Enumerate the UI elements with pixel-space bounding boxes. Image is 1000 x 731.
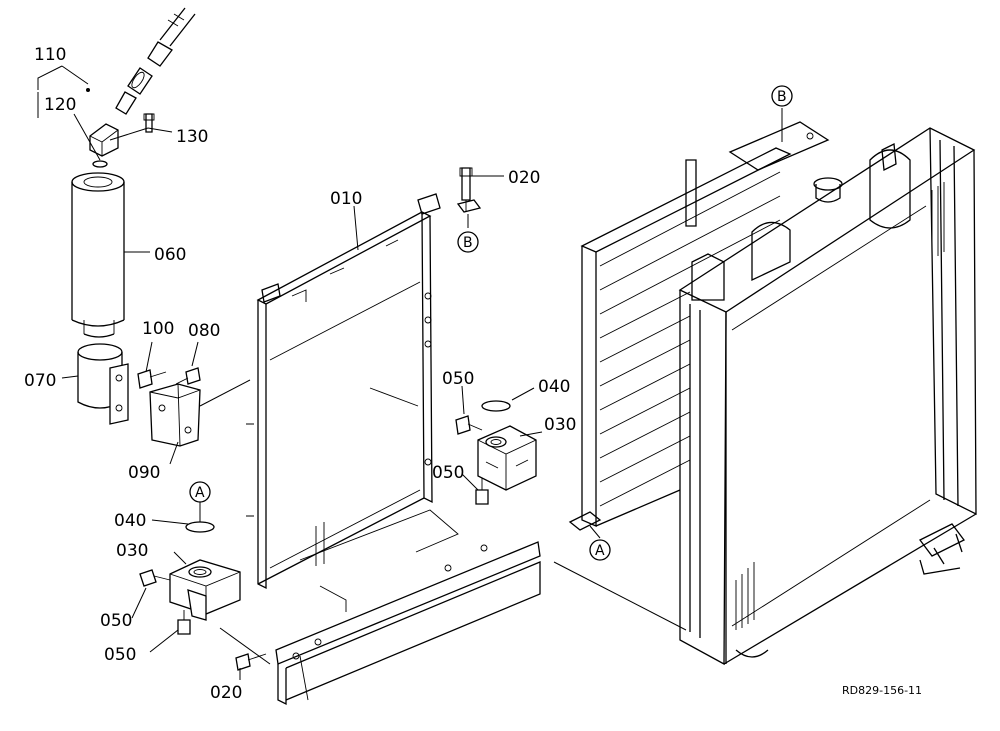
drawing-code: RD829-156-11	[842, 684, 922, 697]
receiver-drier-head	[86, 88, 119, 157]
ref-b-radiator-letter: B	[777, 89, 787, 105]
bolt-050-right-upper	[455, 415, 483, 435]
label-020-bottom: 020	[210, 683, 242, 703]
bolt-130	[143, 113, 155, 133]
o-ring-040-right	[481, 400, 511, 412]
ref-b-bracket: B	[457, 231, 479, 253]
hose-fitting	[115, 7, 196, 115]
block-030-left	[169, 559, 241, 621]
label-090: 090	[128, 463, 160, 483]
bolt-100	[137, 369, 167, 389]
label-080: 080	[188, 321, 220, 341]
ref-a-left: A	[189, 481, 211, 503]
label-020-top: 020	[508, 168, 540, 188]
block-030-right	[477, 425, 537, 491]
condenser	[568, 121, 830, 531]
label-060: 060	[154, 245, 186, 265]
label-120: 120	[44, 95, 76, 115]
frame-010	[246, 193, 441, 590]
o-ring-040-left	[185, 521, 215, 533]
clamp-070	[77, 343, 129, 425]
receiver-drier-060	[71, 172, 125, 338]
label-050-right-lower: 050	[432, 463, 464, 483]
label-130: 130	[176, 127, 208, 147]
ref-a-radiator: A	[589, 539, 611, 561]
label-030-right: 030	[544, 415, 576, 435]
leader-lines	[37, 65, 783, 680]
bolt-050-right-lower	[475, 478, 489, 505]
ref-b-radiator: B	[771, 85, 793, 107]
bolt-020-top	[456, 167, 482, 213]
label-050-left-upper: 050	[100, 611, 132, 631]
ref-b-bracket-letter: B	[463, 235, 473, 251]
label-040-left: 040	[114, 511, 146, 531]
label-110: 110	[34, 45, 66, 65]
label-010: 010	[330, 189, 362, 209]
bolt-080	[175, 367, 201, 385]
label-100: 100	[142, 319, 174, 339]
bottom-rail	[275, 509, 541, 706]
radiator	[678, 127, 977, 666]
bolt-050-left-lower	[177, 610, 191, 635]
bolt-020-bottom	[235, 653, 267, 671]
label-070: 070	[24, 371, 56, 391]
label-050-left-lower: 050	[104, 645, 136, 665]
label-050-right-upper: 050	[442, 369, 474, 389]
ref-a-radiator-letter: A	[595, 543, 605, 559]
label-040-right: 040	[538, 377, 570, 397]
ref-a-left-letter: A	[195, 485, 205, 501]
o-ring-120	[92, 160, 108, 168]
bracket-090	[149, 383, 201, 447]
bolt-050-left-upper	[139, 569, 171, 587]
label-030-left: 030	[116, 541, 148, 561]
